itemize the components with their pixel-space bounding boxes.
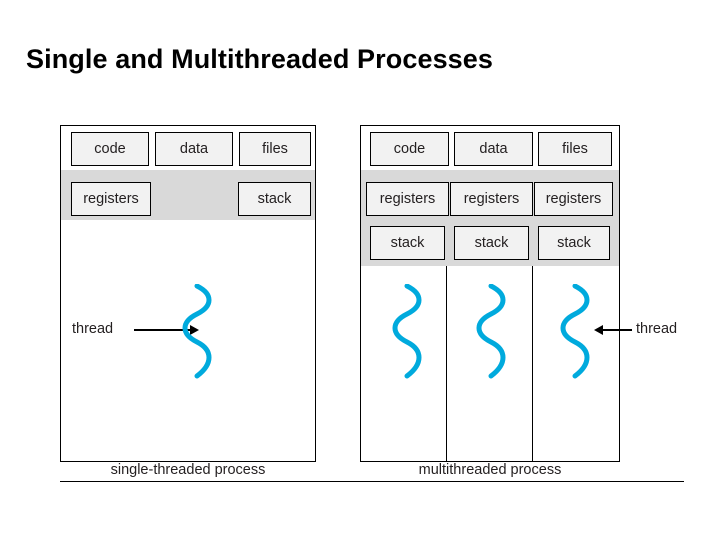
- multi-registers-box-3: registers: [534, 182, 613, 216]
- single-thread-arrow-line: [134, 329, 191, 331]
- single-code-box: code: [71, 132, 149, 166]
- squiggle-icon: [385, 283, 429, 381]
- multi-column-divider-2: [532, 266, 533, 462]
- multi-thread-arrow-line: [602, 329, 632, 331]
- page-title: Single and Multithreaded Processes: [26, 44, 494, 74]
- squiggle-icon: [553, 283, 597, 381]
- multi-stack-box-3: stack: [538, 226, 610, 260]
- arrow-left-icon: [594, 325, 603, 335]
- multi-data-box: data: [454, 132, 533, 166]
- multi-stack-box-2: stack: [454, 226, 529, 260]
- threads-diagram: code data files registers stack thread s…: [60, 118, 684, 482]
- squiggle-icon: [469, 283, 513, 381]
- multi-thread-label: thread: [636, 321, 678, 337]
- figure-baseline-rule: [60, 481, 684, 482]
- single-files-box: files: [239, 132, 311, 166]
- multi-column-divider-1: [446, 266, 447, 462]
- multi-registers-box-1: registers: [366, 182, 449, 216]
- multi-code-box: code: [370, 132, 449, 166]
- single-data-box: data: [155, 132, 233, 166]
- squiggle-icon: [175, 283, 219, 381]
- single-process-caption: single-threaded process: [110, 462, 266, 478]
- single-stack-box: stack: [238, 182, 311, 216]
- single-thread-label: thread: [72, 321, 114, 337]
- single-registers-box: registers: [71, 182, 151, 216]
- multi-registers-box-2: registers: [450, 182, 533, 216]
- multi-stack-box-1: stack: [370, 226, 445, 260]
- arrow-right-icon: [190, 325, 199, 335]
- multi-files-box: files: [538, 132, 612, 166]
- multi-process-caption: multithreaded process: [418, 462, 562, 478]
